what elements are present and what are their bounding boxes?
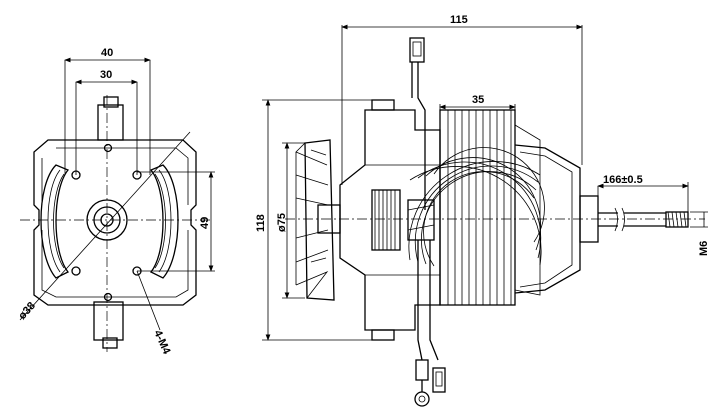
fan-blades xyxy=(295,139,341,301)
dim-side-118: 118 xyxy=(255,214,267,232)
dim-side-35: 35 xyxy=(472,94,484,106)
dim-front-30: 30 xyxy=(100,69,112,81)
stator-laminations xyxy=(447,110,512,305)
terminal-bottom-1 xyxy=(415,359,429,381)
terminal-top xyxy=(409,37,425,63)
dim-front-40: 40 xyxy=(101,47,113,59)
wire-bottom-1 xyxy=(417,240,423,361)
stator-core xyxy=(439,109,516,306)
front-bottom-boss xyxy=(93,301,124,341)
hole-callout: 4-M4 xyxy=(151,328,173,357)
coil-windings xyxy=(408,124,545,296)
wire-bottom-2 xyxy=(429,240,439,361)
front-coil-right xyxy=(149,164,179,279)
dim-front-49: 49 xyxy=(199,217,211,229)
dim-fan-dia75: ø75 xyxy=(276,213,288,232)
wire-top xyxy=(417,62,426,210)
ring-terminal xyxy=(414,391,430,407)
dim-shaft-166: 166±0.5 xyxy=(603,174,643,186)
dim-side-115: 115 xyxy=(450,14,468,26)
dim-thread-m6: M6 xyxy=(698,241,710,256)
wire-clamp xyxy=(407,199,435,241)
terminal-bottom-2 xyxy=(432,367,446,393)
shaft-thread xyxy=(665,211,689,228)
front-view: 40 30 49 ø38 4-M4 xyxy=(16,47,215,357)
commutator xyxy=(371,189,401,251)
front-top-boss xyxy=(97,104,124,141)
front-body-outline xyxy=(33,139,197,306)
side-view: 115 35 118 ø75 166±0.5 M6 xyxy=(255,14,710,407)
front-coil-left xyxy=(40,164,70,279)
